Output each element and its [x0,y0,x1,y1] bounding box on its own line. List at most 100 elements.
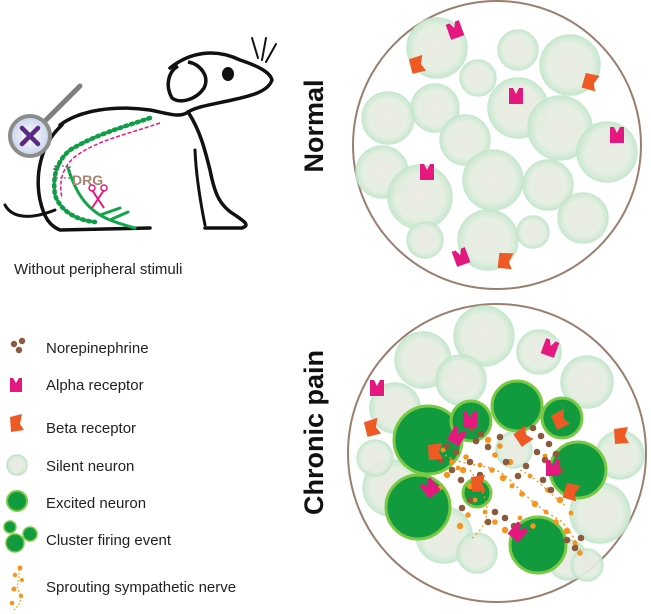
norepinephrine-dot [466,458,474,466]
sprout-dot [527,473,533,479]
sprout-dot [501,526,509,534]
alpha-receptor [420,164,434,180]
sprout-dot [482,509,488,515]
sprout-dot [465,512,471,518]
silent-neuron [356,439,394,477]
beta-receptor [551,409,570,430]
norepinephrine-dot [491,508,499,516]
mouse-eye [222,67,234,81]
alpha-receptor-icon [10,378,22,392]
legend-row-alpha: Alpha receptor [0,371,290,401]
sprout-dot [530,523,536,529]
alpha-receptor [370,380,384,396]
norepinephrine-dot [539,476,547,484]
sprout-dot [577,550,583,556]
norepinephrine-dot [484,443,492,451]
alpha-receptor [451,247,471,267]
silent-neuron [453,305,515,367]
sprout-trail [519,469,566,506]
spinal-cord [52,115,153,225]
caption: Without peripheral stimuli [14,261,183,278]
mouse-back [58,106,190,127]
silent-neuron [361,91,415,145]
mouse-front-leg [193,148,207,227]
beta-receptor [562,483,581,502]
norepinephrine-dot [477,430,485,438]
sprout-dot [449,459,455,465]
norepinephrine-dot [545,440,553,448]
sprout-dot [459,466,467,474]
sprout-dot [519,491,525,497]
normal-receptors [408,20,624,270]
beta-receptor [363,417,382,437]
silent-neuron [557,192,609,244]
alpha-receptor [509,88,523,104]
sprout-dot [489,467,495,473]
norepinephrine-icon [10,337,26,354]
norepinephrine-dot [552,450,560,458]
norepinephrine-dot [537,432,545,440]
sprout-dot [556,496,564,504]
norepinephrine-dot [514,472,522,480]
sprout-dot [477,462,483,468]
beta-receptor [428,443,443,460]
chronic-title: Chronic pain [299,349,329,515]
sprout-dot [492,519,498,525]
norepinephrine-dot [458,504,466,512]
mouse-head [168,51,274,114]
legend-row-cluster: Cluster firing event [0,526,290,556]
norepinephrine-dot [529,424,537,432]
beta-receptor [497,252,514,270]
drg-label: DRG [72,172,103,188]
scissors-icon [88,184,108,209]
norepinephrine-dot [466,496,474,504]
sprout-dot [463,454,469,460]
norepinephrine-dot [547,486,555,494]
cluster-icon [3,520,38,553]
excited-neuron [384,473,452,541]
sprout-dot [484,436,492,444]
sprout-dot [543,509,549,515]
norepinephrine-dot [502,458,510,466]
silent-neuron [462,149,524,211]
norepinephrine-dot [533,448,541,456]
silent-neuron [560,355,614,409]
sprout-dot [443,471,451,479]
mouse-tail [3,203,57,218]
sprout-dot [509,483,515,489]
sprout-dot [492,452,498,458]
legend-label: Silent neuron [46,458,135,475]
silent-neuron [406,221,444,259]
alpha-receptor [540,338,560,358]
beta-receptor [471,475,486,492]
legend-row-beta: Beta receptor [0,414,290,444]
sprout-dot [497,443,503,449]
normal-title: Normal [299,79,329,173]
alpha-receptor [463,412,477,428]
norepinephrine-dot [577,534,585,542]
alpha-receptor [419,477,441,499]
norepinephrine-dot [501,514,509,522]
excited-neuron [490,379,544,433]
sprout-dot [455,465,461,471]
chronic-receptors [363,338,629,543]
silent-neuron-icon [6,454,28,476]
mouse-body [186,110,248,230]
magnifier-icon [8,83,83,158]
sprout-dot [499,474,507,482]
silent-neuron [522,159,574,211]
mouse-whiskers [251,37,277,63]
beta-receptor [513,425,534,447]
alpha-receptor [446,425,468,447]
beta-receptor [408,54,427,74]
normal-neurons [355,17,638,271]
alpha-receptor [546,460,560,476]
silent-neuron [459,59,497,97]
beta-receptor [581,73,600,92]
legend-row-norepinephrine: Norepinephrine [0,334,290,364]
norepinephrine-dot [472,437,480,445]
alpha-receptor [507,521,529,543]
legend-row-sprouting: Sprouting sympathetic nerve [0,573,290,603]
legend-label: Beta receptor [46,420,137,437]
